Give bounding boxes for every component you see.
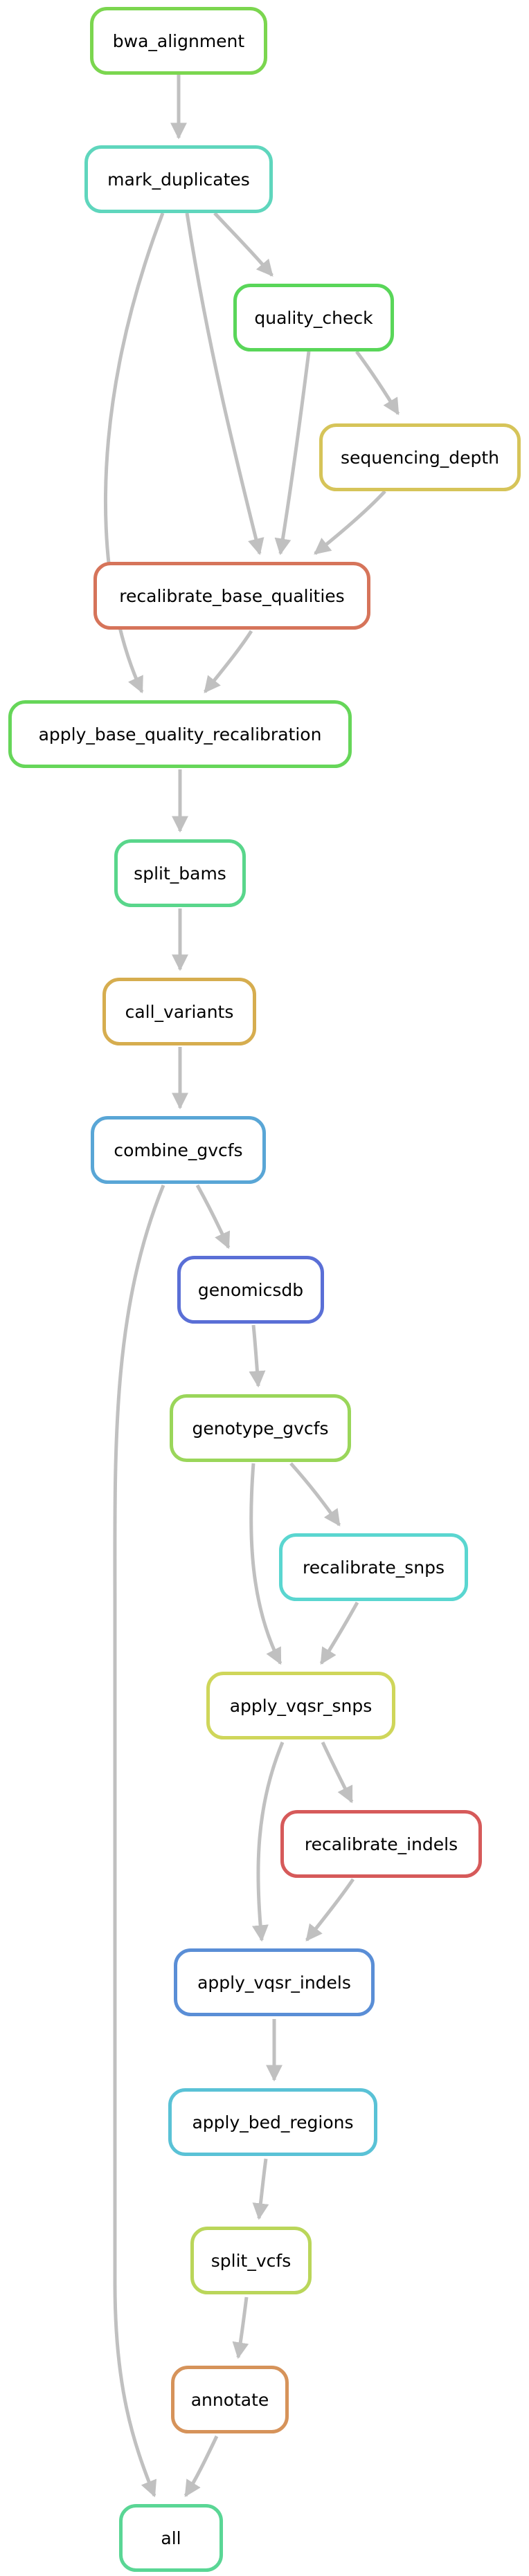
edge-combine-gvcfs-to-genomicsdb [195,1184,231,1250]
node-apply-vqsr-indels: apply_vqsr_indels [174,1948,375,2016]
node-box-split-vcfs [190,2227,312,2294]
edge-mark-duplicates-to-recalibrate-base-qualities [185,212,264,556]
node-label-sequencing-depth: sequencing_depth [341,448,499,468]
node-box-apply-vqsr-snps [206,1672,395,1739]
node-box-genotype-gvcfs [170,1394,351,1462]
node-sequencing-depth: sequencing_depth [319,423,521,491]
node-recalibrate-indels: recalibrate_indels [280,1810,482,1878]
node-quality-check: quality_check [233,284,394,351]
edge-genotype-gvcfs-to-recalibrate-snps [289,1462,341,1526]
node-label-genomicsdb: genomicsdb [198,1280,303,1300]
node-label-split-bams: split_bams [134,864,226,884]
node-mark-duplicates: mark_duplicates [84,145,273,213]
node-box-combine-gvcfs [91,1116,266,1184]
node-recalibrate-snps: recalibrate_snps [279,1533,468,1601]
edge-mark-duplicates-to-quality-check [213,212,274,277]
node-split-vcfs: split_vcfs [190,2227,312,2294]
edges-layer [103,74,400,2498]
edge-genotype-gvcfs-to-apply-vqsr-snps [249,1463,283,1665]
node-box-mark-duplicates [84,145,273,213]
node-recalibrate-base-qualities: recalibrate_base_qualities [93,562,370,630]
edge-sequencing-depth-to-recalibrate-base-qualities [314,490,386,555]
node-label-annotate: annotate [191,2390,269,2410]
node-label-apply-base-quality-recalibration: apply_base_quality_recalibration [39,724,322,745]
node-label-apply-vqsr-indels: apply_vqsr_indels [197,1973,351,1993]
edge-split-vcfs-to-annotate [232,2296,249,2359]
node-genomicsdb: genomicsdb [177,1256,324,1324]
edge-mark-duplicates-to-apply-base-quality-recalibration [103,212,165,694]
node-box-annotate [171,2366,289,2433]
node-box-bwa-alignment [90,7,267,75]
node-label-quality-check: quality_check [254,308,373,328]
edge-apply-vqsr-snps-to-apply-vqsr-indels [251,1742,285,1942]
node-box-apply-vqsr-indels [174,1948,375,2016]
node-box-split-bams [114,839,246,907]
node-apply-bed-regions: apply_bed_regions [168,2088,377,2156]
node-label-split-vcfs: split_vcfs [211,2251,291,2271]
edge-recalibrate-indels-to-apply-vqsr-indels [305,1878,355,1942]
node-box-call-variants [102,978,256,1045]
node-label-mark-duplicates: mark_duplicates [107,170,250,190]
node-box-recalibrate-snps [279,1533,468,1601]
node-label-combine-gvcfs: combine_gvcfs [114,1140,242,1160]
node-box-recalibrate-indels [280,1810,482,1878]
edge-apply-vqsr-snps-to-recalibrate-indels [321,1741,354,1804]
node-bwa-alignment: bwa_alignment [90,7,267,75]
node-label-bwa-alignment: bwa_alignment [113,31,245,51]
edge-combine-gvcfs-to-all [113,1185,165,2498]
node-label-genotype-gvcfs: genotype_gvcfs [192,1418,329,1438]
node-label-apply-bed-regions: apply_bed_regions [192,2112,353,2132]
node-box-sequencing-depth [319,423,521,491]
node-box-all [119,2504,223,2572]
node-label-recalibrate-base-qualities: recalibrate_base_qualities [119,586,344,606]
node-all: all [119,2504,223,2572]
node-box-genomicsdb [177,1256,324,1324]
node-call-variants: call_variants [102,978,256,1045]
node-label-recalibrate-indels: recalibrate_indels [305,1834,458,1854]
node-combine-gvcfs: combine_gvcfs [91,1116,266,1184]
node-box-recalibrate-base-qualities [93,562,370,630]
edge-quality-check-to-sequencing-depth [355,350,400,416]
edge-quality-check-to-recalibrate-base-qualities [274,351,311,556]
nodes-layer: bwa_alignment mark_duplicates quality_chec… [8,7,521,2572]
node-box-apply-bed-regions [168,2088,377,2156]
edge-recalibrate-snps-to-apply-vqsr-snps [319,1601,359,1665]
node-apply-vqsr-snps: apply_vqsr_snps [206,1672,395,1739]
node-label-recalibrate-snps: recalibrate_snps [303,1558,445,1578]
edge-apply-bed-regions-to-split-vcfs [252,2158,269,2220]
node-split-bams: split_bams [114,839,246,907]
edge-annotate-to-all [183,2435,219,2498]
node-apply-base-quality-recalibration: apply_base_quality_recalibration [8,700,352,768]
node-label-call-variants: call_variants [125,1002,234,1022]
node-label-all: all [161,2528,181,2548]
node-box-apply-base-quality-recalibration [8,700,352,768]
node-box-quality-check [233,284,394,351]
edge-genomicsdb-to-genotype-gvcfs [249,1324,266,1388]
node-genotype-gvcfs: genotype_gvcfs [170,1394,351,1462]
edge-recalibrate-base-qualities-to-apply-base-quality-recalibration [204,630,253,693]
node-annotate: annotate [171,2366,289,2433]
node-label-apply-vqsr-snps: apply_vqsr_snps [230,1696,373,1716]
